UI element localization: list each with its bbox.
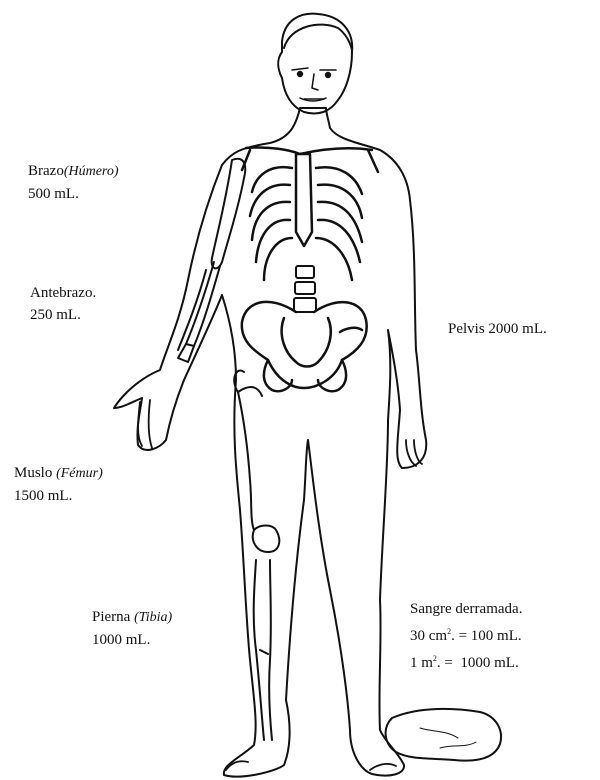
sangre-line1-value: 30 cm	[410, 628, 447, 644]
pierna-name: Pierna	[92, 609, 130, 625]
pelvis-bone	[242, 302, 367, 391]
blood-puddle-texture	[420, 728, 476, 748]
muslo-bone: (Fémur)	[56, 466, 103, 481]
antebrazo-volume: 250 mL.	[30, 304, 96, 326]
head	[278, 14, 352, 114]
sangre-line2-rest: . = 1000 mL.	[437, 655, 519, 671]
brazo-bone: (Húmero)	[64, 164, 119, 179]
label-pelvis: Pelvis 2000 mL.	[448, 318, 547, 340]
label-muslo: Muslo (Fémur) 1500 mL.	[14, 462, 103, 507]
brazo-name: Brazo	[28, 163, 64, 179]
label-brazo: Brazo(Húmero) 500 mL.	[28, 160, 119, 205]
sangre-title: Sangre derramada.	[410, 596, 522, 623]
label-antebrazo: Antebrazo. 250 mL.	[30, 282, 96, 326]
feet	[226, 761, 396, 770]
blood-puddle	[386, 709, 501, 761]
antebrazo-name: Antebrazo.	[30, 282, 96, 304]
muslo-name: Muslo	[14, 465, 52, 481]
pelvis-text: Pelvis 2000 mL.	[448, 318, 547, 340]
brazo-volume: 500 mL.	[28, 183, 119, 205]
label-pierna: Pierna (Tibia) 1000 mL.	[92, 606, 172, 651]
label-sangre: Sangre derramada. 30 cm2. = 100 mL. 1 m2…	[410, 596, 522, 677]
hand-details	[138, 400, 422, 466]
sangre-line1-rest: . = 100 mL.	[451, 628, 522, 644]
leg-bones	[234, 371, 279, 740]
spine	[294, 266, 316, 312]
muslo-volume: 1500 mL.	[14, 485, 103, 507]
arm-bones	[178, 159, 245, 362]
sangre-line2-value: 1 m	[410, 655, 433, 671]
pierna-bone: (Tibia)	[134, 610, 172, 625]
pierna-volume: 1000 mL.	[92, 629, 172, 651]
ribcage	[242, 147, 378, 280]
